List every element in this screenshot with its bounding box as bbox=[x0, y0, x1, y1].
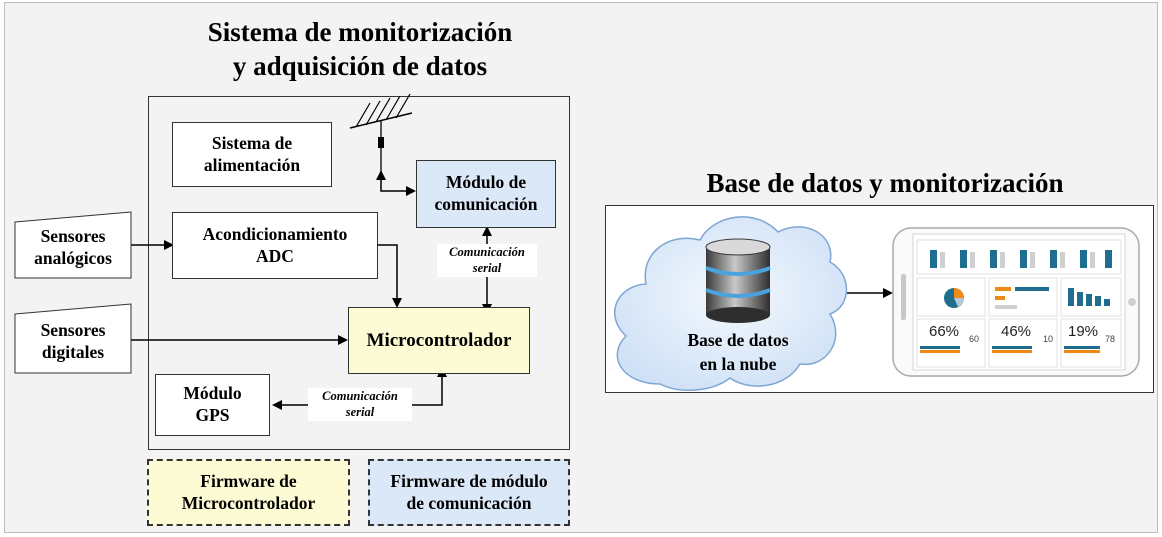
analog-sensors-shape bbox=[14, 211, 132, 279]
adc-line1: Acondicionamiento bbox=[202, 223, 348, 244]
serial-bottom-line1: Comunicación bbox=[322, 389, 398, 403]
power-line2: alimentación bbox=[203, 154, 301, 175]
digital-sensors-line1: Sensores bbox=[40, 319, 106, 340]
firmware-comm-block: Firmware de módulo de comunicación bbox=[368, 459, 570, 526]
cloud-label: Base de datos en la nube bbox=[672, 328, 804, 376]
comm-module-block: Módulo de comunicación bbox=[416, 160, 556, 228]
serial-label-top: Comunicación serial bbox=[437, 244, 537, 277]
power-line1: Sistema de bbox=[211, 132, 293, 153]
fw-micro-line2: Microcontrolador bbox=[181, 492, 316, 513]
analog-sensors-block: Sensores analógicos bbox=[15, 218, 131, 278]
kpi-1-percent: 66% bbox=[929, 323, 960, 340]
analog-sensors-line2: analógicos bbox=[34, 248, 112, 268]
cloud-label-line1: Base de datos bbox=[687, 330, 789, 350]
antenna-to-comm-arrow bbox=[376, 170, 416, 196]
serial-label-bottom: Comunicación serial bbox=[308, 388, 412, 421]
digital-sensors-block: Sensores digitales bbox=[15, 310, 131, 373]
left-title-line1: Sistema de monitorización bbox=[207, 17, 513, 47]
left-section-title: Sistema de monitorización y adquisición … bbox=[150, 15, 570, 83]
kpi-2-value: 10 bbox=[1043, 334, 1054, 344]
cloud-label-line2: en la nube bbox=[699, 354, 777, 374]
fw-micro-line1: Firmware de bbox=[200, 470, 297, 491]
serial-top-line1: Comunicación bbox=[449, 245, 525, 259]
dashboard-middle-charts bbox=[916, 277, 1122, 317]
database-icon bbox=[705, 238, 771, 323]
kpi-1-value: 60 bbox=[969, 334, 980, 344]
serial-bottom-line2: serial bbox=[345, 405, 375, 420]
comm-module-line2: comunicación bbox=[434, 194, 538, 214]
left-title-line2: y adquisición de datos bbox=[232, 51, 488, 81]
digital-sensors-line2: digitales bbox=[41, 341, 105, 362]
firmware-micro-block: Firmware de Microcontrolador bbox=[147, 459, 350, 526]
digital-sensors-shape bbox=[14, 303, 132, 374]
adc-to-micro-arrow bbox=[378, 244, 402, 308]
adc-block: Acondicionamiento ADC bbox=[172, 212, 378, 279]
gps-module-block: Módulo GPS bbox=[155, 374, 270, 436]
kpi-3-value: 78 bbox=[1105, 334, 1116, 344]
gps-line2: GPS bbox=[195, 405, 230, 425]
power-system-block: Sistema de alimentación bbox=[172, 122, 332, 187]
right-section-title: Base de datos y monitorización bbox=[706, 168, 1064, 198]
dashboard-kpi-panels bbox=[916, 318, 1122, 368]
gps-line1: Módulo bbox=[183, 383, 242, 404]
fw-comm-line1: Firmware de módulo bbox=[390, 470, 548, 491]
adc-line2: ADC bbox=[256, 245, 294, 266]
smartphone-icon bbox=[892, 227, 1140, 377]
kpi-2-percent: 46% bbox=[1001, 323, 1032, 340]
microcontroller-block: Microcontrolador bbox=[348, 307, 530, 374]
comm-module-line1: Módulo de bbox=[445, 172, 527, 193]
fw-comm-line2: de comunicación bbox=[406, 492, 532, 513]
kpi-3-percent: 19% bbox=[1068, 323, 1099, 340]
antenna-icon bbox=[349, 93, 413, 172]
analog-sensors-line1: Sensores bbox=[40, 226, 106, 247]
dashboard-top-chart bbox=[916, 239, 1122, 275]
serial-top-line2: serial bbox=[472, 261, 502, 276]
